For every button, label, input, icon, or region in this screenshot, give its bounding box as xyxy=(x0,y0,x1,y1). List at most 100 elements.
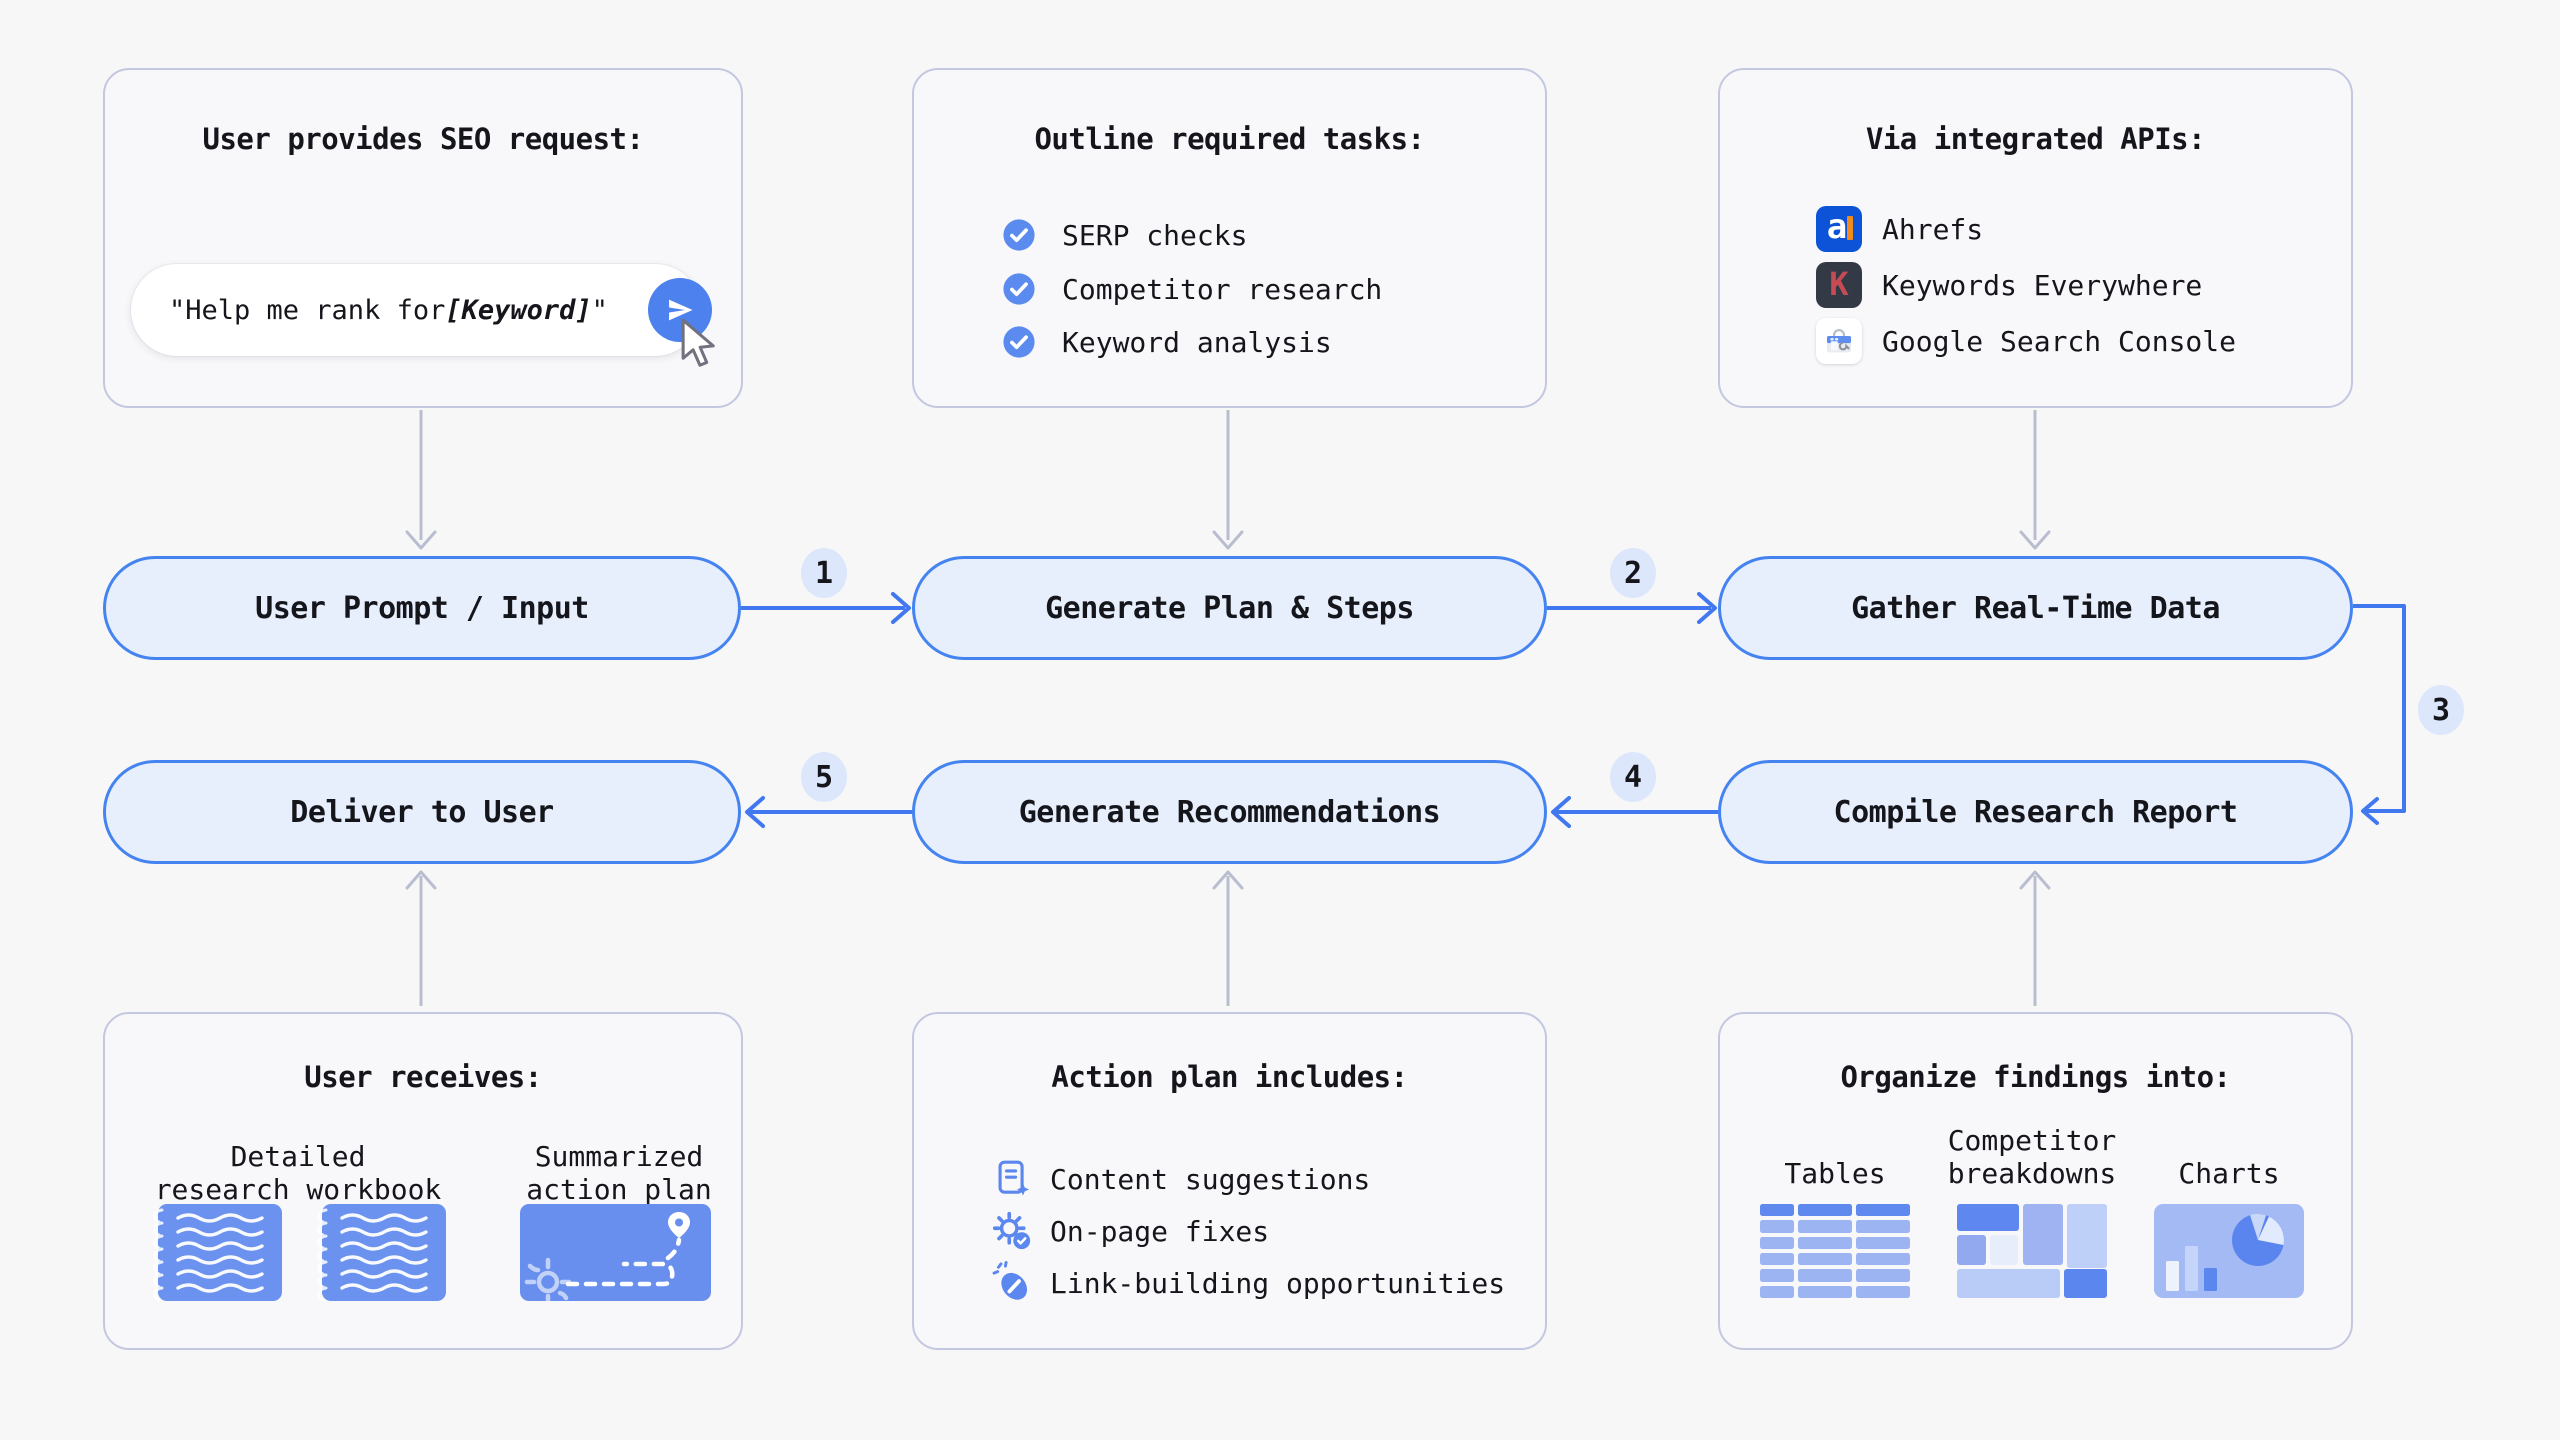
task-item: Keyword analysis xyxy=(1002,322,1332,362)
table-cell xyxy=(1856,1285,1910,1298)
treemap-tile xyxy=(2064,1269,2107,1298)
table-cell xyxy=(1760,1269,1794,1282)
link-building-icon xyxy=(992,1261,1028,1300)
flow-node-generate-recommendations: Generate Recommendations xyxy=(912,760,1547,864)
flow-node-label: Deliver to User xyxy=(290,794,554,830)
treemap-tile xyxy=(1957,1204,2019,1231)
api-item-google-search-console: Google Search Console xyxy=(1816,318,2236,364)
table-cell xyxy=(1856,1252,1910,1266)
label-tables: Tables xyxy=(1784,1157,1886,1190)
flow-node-label: Compile Research Report xyxy=(1833,794,2238,830)
action-plan-item: Link-building opportunities xyxy=(990,1261,1505,1305)
table-cell xyxy=(1760,1285,1794,1298)
treemap-tile xyxy=(1957,1269,2060,1298)
table-cell xyxy=(1760,1220,1794,1233)
action-plan-item: On-page fixes xyxy=(990,1209,1269,1253)
prompt-text-prefix: "Help me rank for xyxy=(169,294,446,326)
workbook-icon xyxy=(153,1204,282,1301)
label-action-plan: Summarized action plan xyxy=(526,1140,712,1206)
flow-node-label: Gather Real-Time Data xyxy=(1851,590,2220,626)
step-badge-label: 3 xyxy=(2431,692,2451,728)
action-plan-label: On-page fixes xyxy=(1050,1214,1270,1248)
send-icon xyxy=(669,299,693,321)
card-seo-request-title: User provides SEO request: xyxy=(202,122,644,156)
table-cell xyxy=(1798,1236,1852,1249)
flow-node-compile-research-report: Compile Research Report xyxy=(1718,760,2353,864)
table-cell xyxy=(1856,1236,1910,1249)
table-cell xyxy=(1760,1204,1794,1217)
card-action-plan-title: Action plan includes: xyxy=(1051,1060,1408,1094)
task-item: SERP checks xyxy=(1002,215,1247,255)
step-badge-label: 5 xyxy=(814,759,834,795)
step-badge-1: 1 xyxy=(801,548,847,598)
step-badge-label: 1 xyxy=(814,555,834,591)
card-seo-request: User provides SEO request: "Help me rank… xyxy=(103,68,743,408)
task-label: Keyword analysis xyxy=(1062,325,1332,359)
ahrefs-logo-accent xyxy=(1847,216,1853,240)
table-cell xyxy=(1798,1252,1852,1266)
card-integrated-apis-title: Via integrated APIs: xyxy=(1865,122,2206,156)
card-user-receives: User receives: Detailed research workboo… xyxy=(103,1012,743,1350)
connector-arrow-up xyxy=(405,870,437,1006)
check-icon xyxy=(1003,273,1035,305)
table-cell xyxy=(1798,1220,1852,1233)
prompt-input[interactable]: "Help me rank for [Keyword]" xyxy=(131,264,712,356)
table-cell xyxy=(1798,1285,1852,1298)
flow-arrow-step-5 xyxy=(745,796,913,828)
workbook-icon xyxy=(317,1204,446,1301)
connector-arrow-up xyxy=(2019,870,2051,1006)
keywords-everywhere-logo-icon: K xyxy=(1816,262,1862,308)
label-charts: Charts xyxy=(2178,1157,2280,1190)
table-cell xyxy=(1798,1269,1852,1282)
task-label: Competitor research xyxy=(1062,272,1383,306)
charts-icon xyxy=(2154,1204,2304,1298)
kwe-logo-letter: K xyxy=(1829,264,1849,303)
action-plan-label: Content suggestions xyxy=(1050,1162,1371,1196)
treemap-tile xyxy=(2023,1204,2063,1265)
send-button[interactable] xyxy=(648,278,712,342)
api-item-ahrefs: a Ahrefs xyxy=(1816,206,1983,252)
gear-check-icon xyxy=(992,1211,1031,1250)
table-cell xyxy=(1856,1220,1910,1233)
task-label: SERP checks xyxy=(1062,218,1248,252)
step-badge-2: 2 xyxy=(1610,548,1656,598)
flow-node-label: Generate Recommendations xyxy=(1018,794,1441,830)
treemap-tile xyxy=(1957,1235,1986,1265)
connector-arrow-down xyxy=(1212,410,1244,550)
connector-arrow-up xyxy=(1212,870,1244,1006)
flow-node-deliver-to-user: Deliver to User xyxy=(103,760,741,864)
api-item-keywords-everywhere: K Keywords Everywhere xyxy=(1816,262,2202,308)
task-item: Competitor research xyxy=(1002,269,1382,309)
action-plan-label: Link-building opportunities xyxy=(1050,1266,1506,1300)
check-icon xyxy=(1003,326,1035,358)
flow-arrow-step-1 xyxy=(741,592,911,624)
api-label: Keywords Everywhere xyxy=(1882,268,2203,302)
prompt-keyword-placeholder: [Keyword] xyxy=(445,294,592,326)
connector-arrow-down xyxy=(405,410,437,550)
label-competitor-breakdowns: Competitor breakdowns xyxy=(1947,1124,2117,1190)
step-badge-label: 2 xyxy=(1623,555,1643,591)
table-cell xyxy=(1798,1204,1852,1217)
connector-arrow-down xyxy=(2019,410,2051,550)
api-label: Google Search Console xyxy=(1882,324,2237,358)
step-badge-3: 3 xyxy=(2418,685,2464,735)
google-search-console-logo-icon xyxy=(1816,318,1862,364)
flow-arrow-step-4 xyxy=(1551,796,1719,828)
flow-node-generate-plan-steps: Generate Plan & Steps xyxy=(912,556,1547,660)
ahrefs-logo-icon: a xyxy=(1816,206,1862,252)
card-required-tasks: Outline required tasks: SERP checks Comp… xyxy=(912,68,1547,408)
flow-arrow-step-2 xyxy=(1547,592,1717,624)
treemap-icon xyxy=(1957,1204,2107,1298)
card-action-plan: Action plan includes: Content suggestion… xyxy=(912,1012,1547,1350)
step-badge-5: 5 xyxy=(801,752,847,802)
mouse-cursor-icon xyxy=(681,318,715,367)
action-plan-item: Content suggestions xyxy=(990,1157,1370,1201)
treemap-tile xyxy=(1990,1235,2018,1265)
ahrefs-logo-letter: a xyxy=(1826,207,1848,247)
table-cell xyxy=(1856,1204,1910,1217)
table-cell xyxy=(1760,1252,1794,1266)
step-badge-4: 4 xyxy=(1610,752,1656,802)
api-label: Ahrefs xyxy=(1882,212,1984,246)
table-cell xyxy=(1760,1236,1794,1249)
